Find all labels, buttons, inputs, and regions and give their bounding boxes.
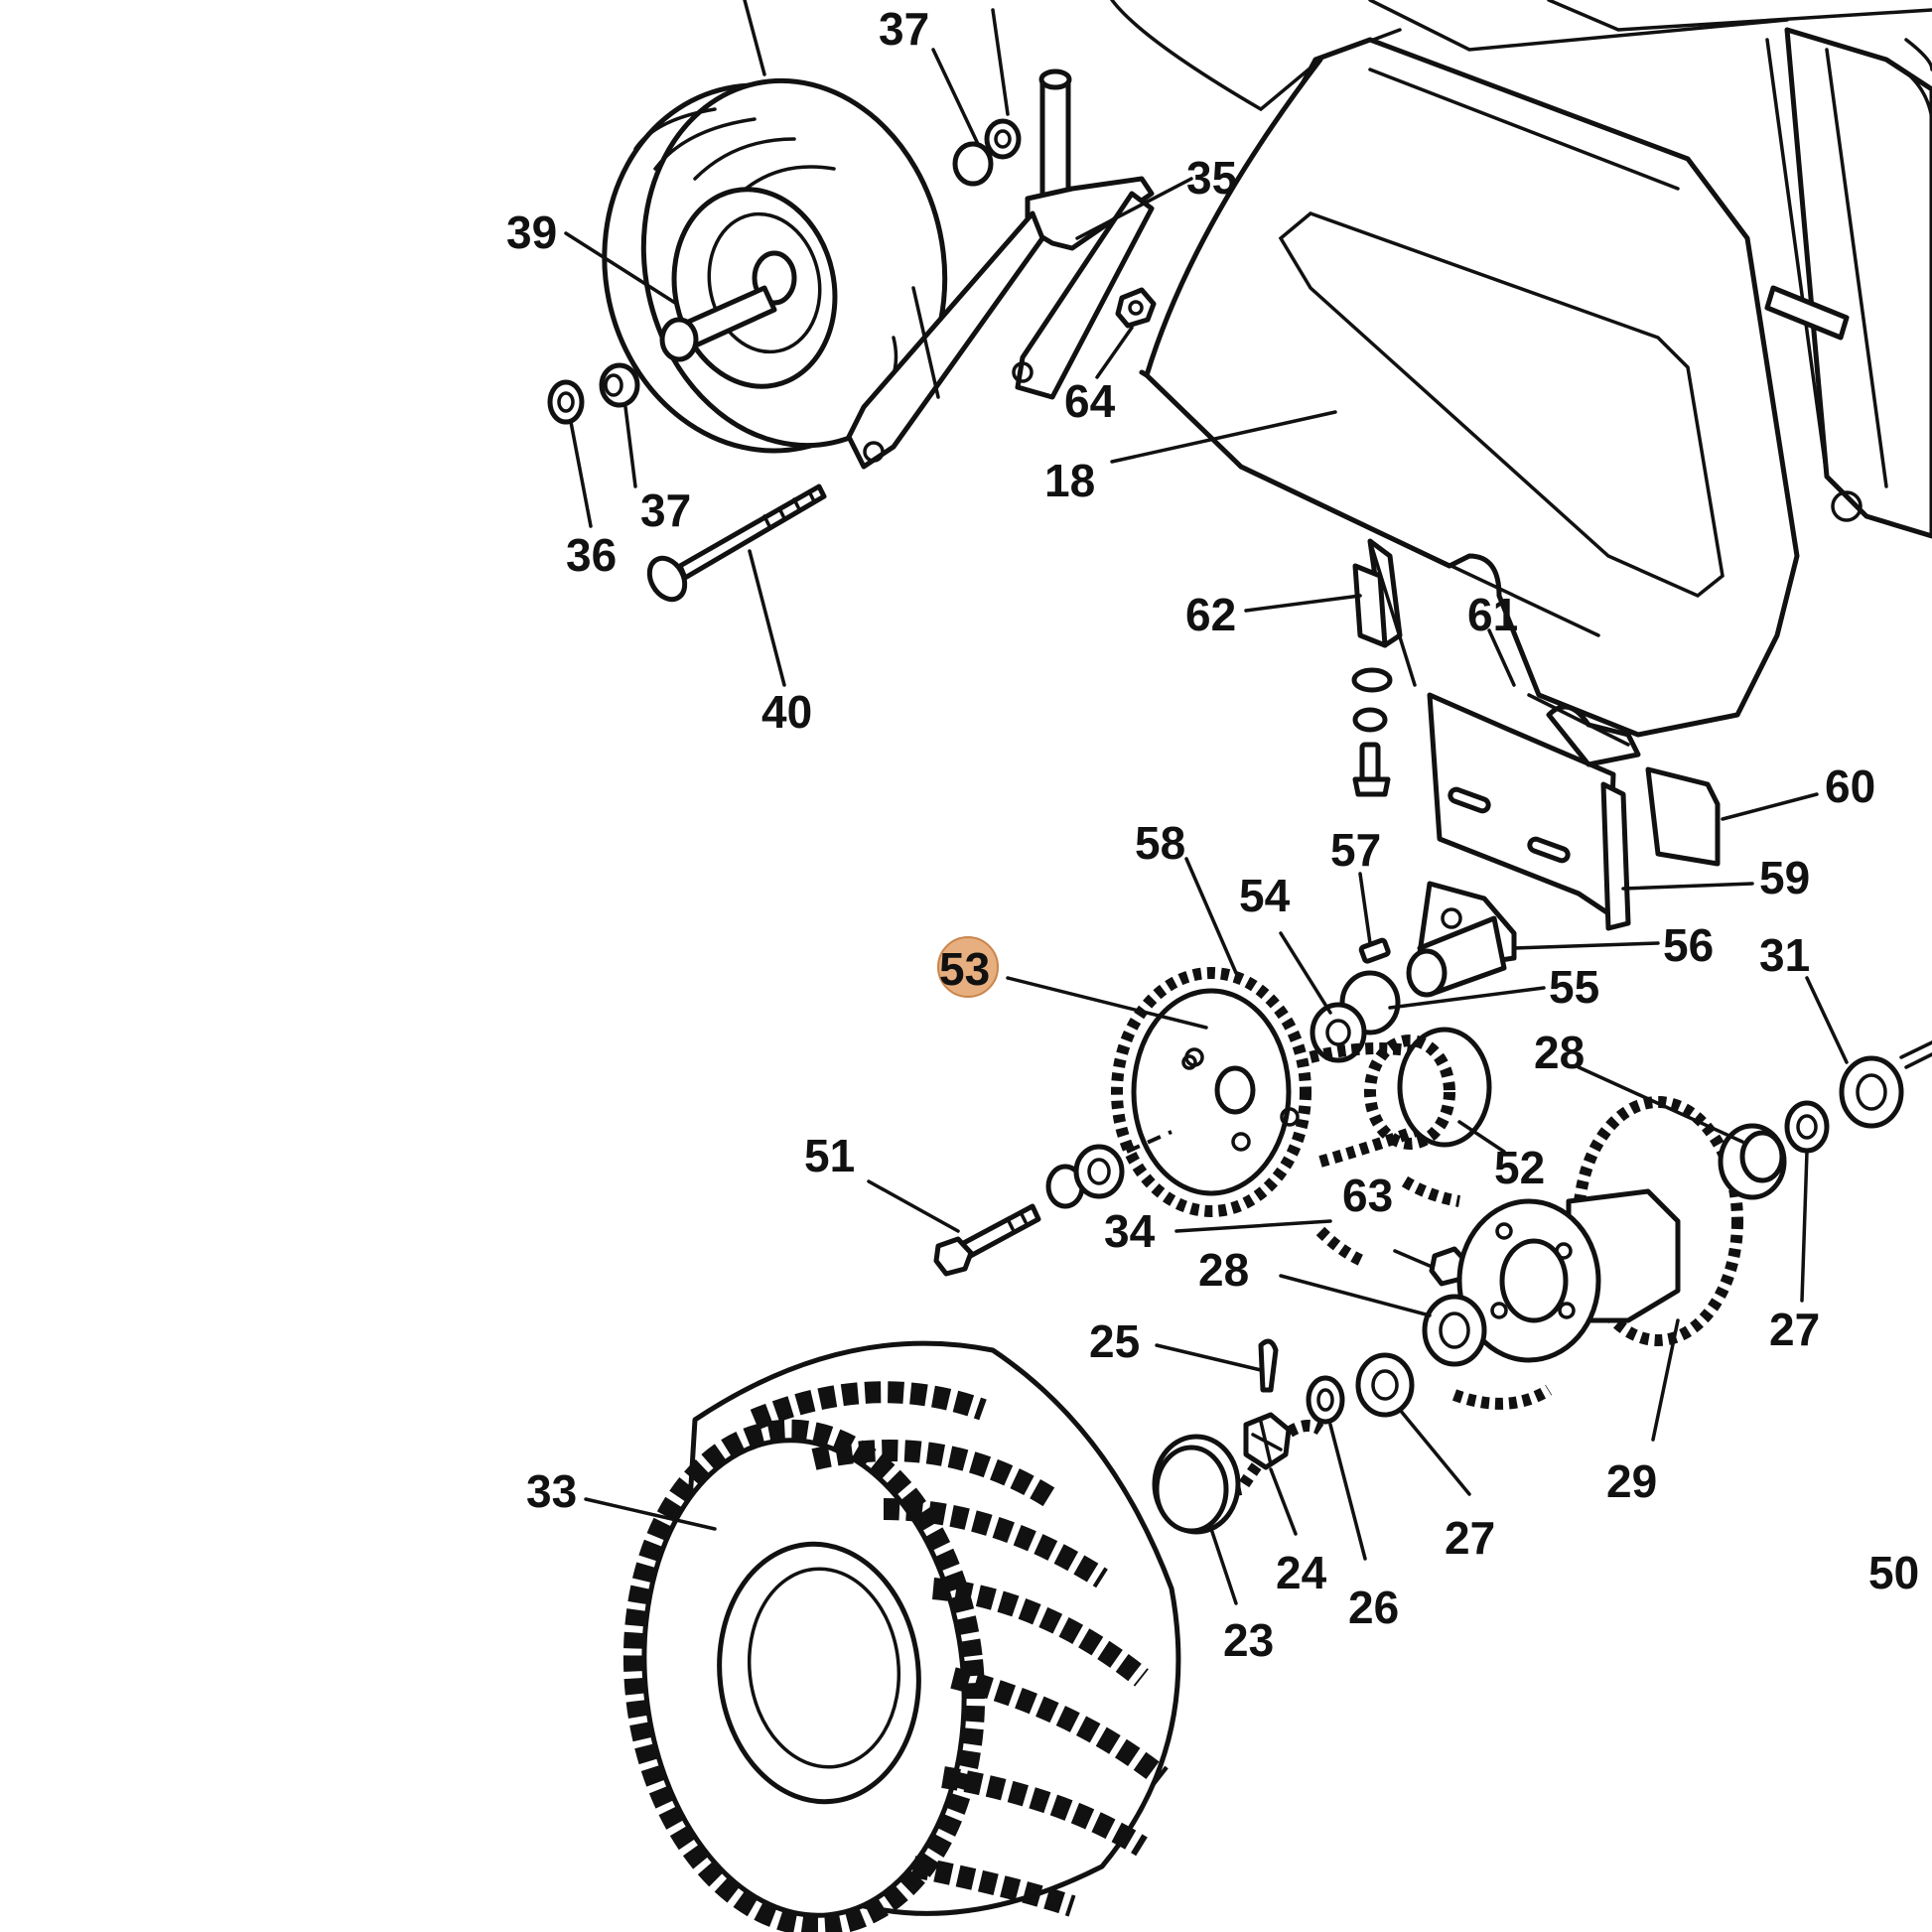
- bracket-assembly: [1352, 538, 1721, 931]
- wheel-hub: [1456, 1096, 1743, 1363]
- callout-37-top: 37: [879, 3, 929, 55]
- spacers: [547, 118, 1022, 425]
- callout-60: 60: [1825, 760, 1875, 812]
- callouts: 37 35 39 64 37 18 36 40 62 61 60 58 57 5…: [506, 3, 1919, 1666]
- callout-37-left: 37: [640, 484, 691, 536]
- callout-50: 50: [1868, 1547, 1919, 1598]
- caster-fork: [846, 69, 1155, 470]
- bolt-and-washers: [933, 1130, 1173, 1277]
- callout-64: 64: [1064, 375, 1116, 427]
- drive-sprocket: [1111, 967, 1443, 1217]
- callout-33: 33: [526, 1465, 577, 1517]
- hub-hardware: [1152, 1338, 1345, 1535]
- fastener-stack: [1351, 667, 1393, 797]
- caster-wheel: [602, 77, 948, 454]
- callout-24: 24: [1276, 1547, 1327, 1598]
- callout-57: 57: [1330, 824, 1381, 876]
- callout-29: 29: [1606, 1455, 1657, 1507]
- callout-61: 61: [1467, 589, 1518, 640]
- callout-52: 52: [1494, 1142, 1545, 1193]
- leader-lines: [564, 0, 1849, 1605]
- rear-tire: [622, 1340, 1181, 1932]
- callout-59: 59: [1759, 852, 1810, 903]
- callout-62: 62: [1185, 589, 1236, 640]
- callout-26: 26: [1348, 1582, 1399, 1633]
- callout-23: 23: [1223, 1614, 1274, 1666]
- callout-28-lower: 28: [1198, 1244, 1249, 1296]
- callout-39: 39: [506, 207, 557, 258]
- callout-27-right: 27: [1769, 1304, 1820, 1355]
- callout-36: 36: [566, 529, 617, 581]
- fender: [1139, 37, 1800, 738]
- callout-31: 31: [1759, 929, 1810, 981]
- callout-34: 34: [1104, 1205, 1156, 1257]
- nut: [1115, 287, 1157, 329]
- callout-55: 55: [1549, 961, 1599, 1013]
- callout-53: 53: [939, 943, 990, 995]
- axle-bolt: [646, 483, 827, 603]
- callout-51: 51: [804, 1130, 855, 1181]
- callout-56: 56: [1663, 919, 1714, 971]
- callout-18: 18: [1044, 455, 1095, 506]
- callout-25: 25: [1089, 1315, 1140, 1367]
- callout-27-lower: 27: [1445, 1512, 1495, 1564]
- callout-35: 35: [1186, 152, 1237, 204]
- small-sprocket: [1364, 1027, 1492, 1150]
- axle-housing: [1310, 881, 1517, 1063]
- callout-28-upper: 28: [1534, 1027, 1585, 1078]
- callout-40: 40: [761, 686, 812, 738]
- callout-63: 63: [1342, 1170, 1393, 1221]
- callout-54: 54: [1239, 870, 1291, 921]
- callout-highlight-marker: [937, 936, 999, 998]
- callout-58: 58: [1135, 817, 1185, 869]
